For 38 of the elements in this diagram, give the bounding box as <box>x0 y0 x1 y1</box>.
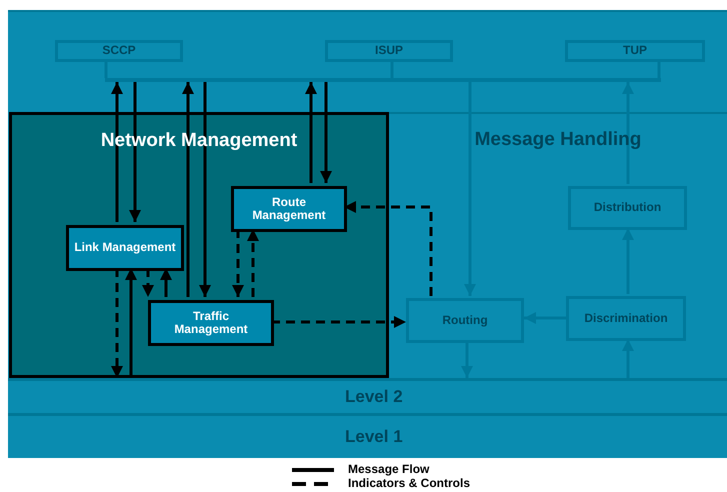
box-label: Distribution <box>594 201 662 215</box>
box-label: SCCP <box>102 44 136 58</box>
process-box <box>66 225 184 271</box>
legend-label: Indicators & Controls <box>348 477 470 490</box>
region-title: Network Management <box>100 131 298 152</box>
legend-label: Message Flow <box>348 463 430 476</box>
arrow <box>111 268 123 378</box>
process-box <box>406 298 524 343</box>
arrow <box>271 316 406 328</box>
arrow <box>464 82 476 296</box>
level-label: Level 1 <box>345 428 403 446</box>
arrow <box>232 229 244 297</box>
function-region <box>9 112 389 378</box>
arrow <box>125 268 137 378</box>
box-label: Discrimination <box>584 312 668 326</box>
arrow <box>182 82 194 297</box>
region-title: Message Handling <box>474 130 642 151</box>
box-label: Traffic Management <box>173 310 249 336</box>
arrow <box>111 82 123 222</box>
arrow <box>622 82 634 184</box>
process-box <box>231 186 347 232</box>
box-label: Route Management <box>251 196 327 222</box>
box-label: Routing <box>442 314 488 328</box>
arrow <box>142 268 154 297</box>
arrow <box>247 229 259 297</box>
arrow <box>129 82 141 222</box>
arrow <box>199 82 211 297</box>
arrow <box>344 201 432 296</box>
arrow <box>160 268 172 297</box>
level-label: Level 2 <box>345 388 403 406</box>
arrow <box>622 339 634 378</box>
box-label: TUP <box>623 44 647 58</box>
box-label: Link Management <box>73 241 177 255</box>
arrow <box>320 82 332 183</box>
process-box <box>148 300 274 346</box>
arrow <box>305 82 317 183</box>
arrow <box>461 341 473 378</box>
box-label: ISUP <box>374 44 403 58</box>
